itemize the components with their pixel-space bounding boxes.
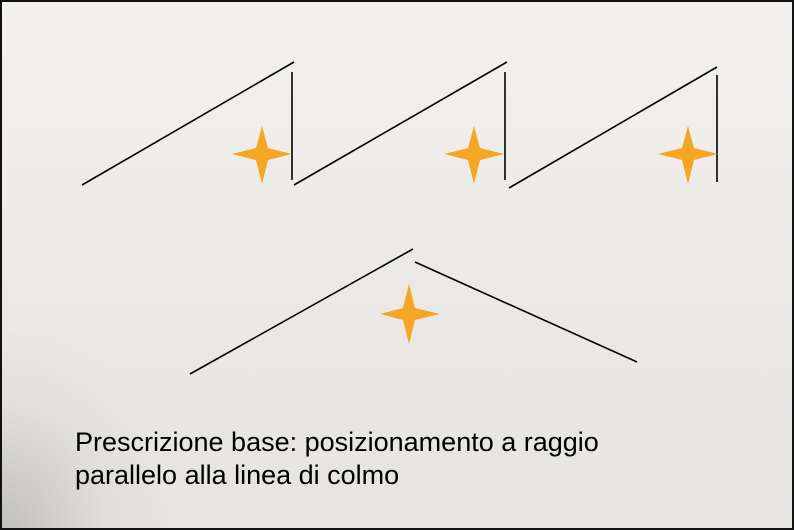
four-point-star-icon (444, 126, 504, 184)
sawtooth-tooth-3 (508, 66, 718, 189)
sawtooth-slope-2 (293, 61, 508, 186)
sawtooth-slope-1 (81, 61, 295, 186)
sawtooth-tooth-2 (293, 61, 508, 186)
caption-line-2: parallelo alla linea di colmo (75, 460, 400, 490)
sawtooth-tooth-1 (81, 61, 295, 186)
four-point-star-icon (232, 126, 292, 184)
corner-shadow (2, 332, 162, 528)
sawtooth-slope-3 (508, 66, 718, 189)
four-point-star-icon (380, 284, 440, 344)
caption: Prescrizione base: posizionamento a ragg… (75, 426, 775, 492)
gable-right-slope (414, 261, 638, 363)
caption-line-1: Prescrizione base: posizionamento a ragg… (75, 427, 599, 457)
four-point-star-icon (658, 126, 718, 184)
gable-roof (189, 248, 638, 375)
gable-left-slope (189, 248, 414, 375)
